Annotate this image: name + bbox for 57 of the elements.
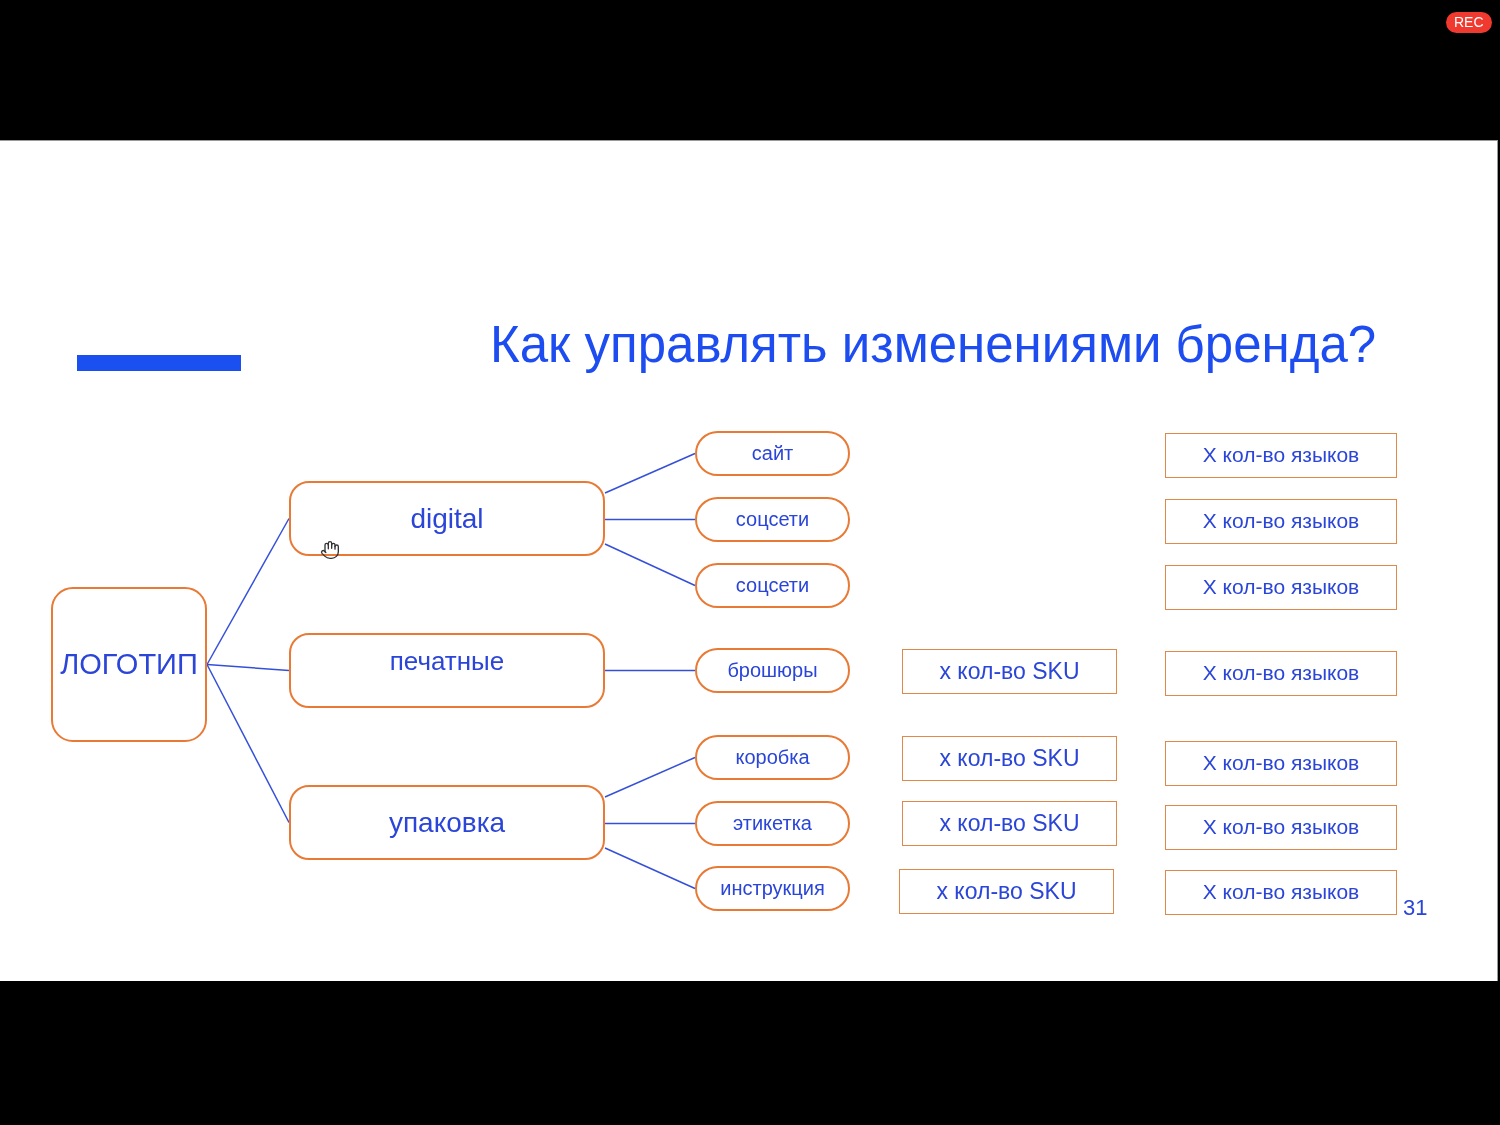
connector-line	[604, 543, 696, 587]
count-box	[902, 649, 1117, 694]
connector-line	[604, 756, 696, 798]
node-label: х кол-во SKU	[939, 657, 1080, 686]
node-label: х кол-во SKU	[939, 744, 1080, 773]
node-label: печатные	[389, 645, 505, 678]
count-box	[1165, 433, 1397, 478]
connector-line	[604, 822, 696, 825]
count-box	[1165, 565, 1397, 610]
item-pill	[695, 648, 850, 693]
connector-line	[604, 669, 696, 672]
node-label: этикетка	[733, 811, 812, 836]
category-box	[289, 481, 605, 556]
node-label: Х кол-во языков	[1202, 442, 1360, 469]
node-label: х кол-во SKU	[936, 877, 1077, 906]
node-label: соцсети	[735, 507, 810, 532]
category-box	[289, 785, 605, 860]
count-box	[1165, 741, 1397, 786]
count-box	[1165, 651, 1397, 696]
node-label: digital	[410, 502, 484, 536]
count-box	[1165, 499, 1397, 544]
node-label: ЛОГОТИП	[60, 647, 198, 683]
recording-indicator: REC	[1446, 12, 1492, 33]
node-label: Х кол-во языков	[1202, 660, 1360, 687]
page-number: 31	[1403, 895, 1428, 921]
category-box	[289, 633, 605, 708]
item-pill	[695, 735, 850, 780]
node-label: х кол-во SKU	[939, 809, 1080, 838]
node-label: инструкция	[720, 876, 825, 901]
count-box	[902, 736, 1117, 781]
connector-line	[206, 663, 290, 672]
item-pill	[695, 497, 850, 542]
count-box	[1165, 805, 1397, 850]
count-box	[902, 801, 1117, 846]
node-label: упаковка	[388, 806, 506, 840]
node-label: Х кол-во языков	[1202, 574, 1360, 601]
node-label: коробка	[735, 745, 810, 770]
slide-title: Как управлять изменениями бренда?	[490, 315, 1377, 375]
connector-line	[206, 663, 290, 824]
node-label: соцсети	[735, 573, 810, 598]
item-pill	[695, 801, 850, 846]
node-label: сайт	[751, 441, 794, 466]
connector-line	[604, 847, 696, 890]
node-label: брошюры	[727, 658, 818, 683]
node-label: Х кол-во языков	[1202, 814, 1360, 841]
node-label: Х кол-во языков	[1202, 750, 1360, 777]
node-label: Х кол-во языков	[1202, 508, 1360, 535]
connector-line	[604, 452, 696, 494]
node-label: Х кол-во языков	[1202, 879, 1360, 906]
item-pill	[695, 563, 850, 608]
root-box	[51, 587, 207, 742]
item-pill	[695, 866, 850, 911]
connector-line	[604, 518, 696, 521]
connector-line	[206, 517, 290, 666]
count-box	[1165, 870, 1397, 915]
count-box	[899, 869, 1114, 914]
item-pill	[695, 431, 850, 476]
